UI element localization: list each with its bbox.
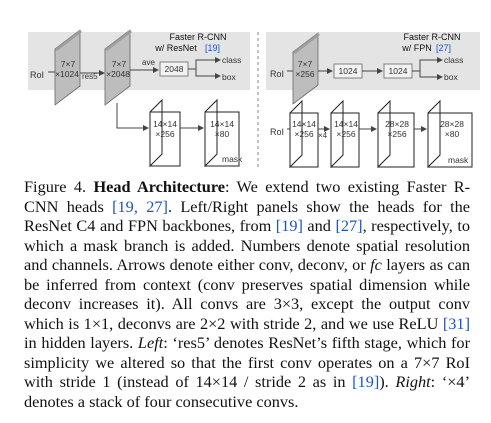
right-mask-label: mask bbox=[448, 155, 469, 165]
left-feature-box-1 bbox=[54, 29, 82, 106]
left-feature-box-2 bbox=[104, 29, 132, 106]
right-mb1-dim: 14×14 bbox=[292, 119, 316, 129]
right-panel-title-line1: Faster R-CNN bbox=[403, 32, 460, 42]
left-mask-box1-dim: 14×14 bbox=[153, 119, 177, 129]
left-panel-title-line1: Faster R-CNN bbox=[169, 32, 226, 42]
right-panel-title-ref: [27] bbox=[436, 43, 451, 53]
right-fc2-value: 1024 bbox=[389, 66, 408, 76]
caption-fc-term: fc bbox=[370, 255, 382, 274]
left-mask-label: mask bbox=[222, 154, 243, 164]
right-mb2-channels: ×256 bbox=[336, 129, 355, 139]
left-mask-box-1 bbox=[149, 98, 181, 168]
right-box-arrow bbox=[419, 71, 443, 80]
caption-title: Head Architecture bbox=[93, 177, 225, 196]
right-mb4-dim: 28×28 bbox=[440, 119, 464, 129]
right-roi-bottom-label: RoI bbox=[270, 127, 284, 137]
caption-text-8: ). bbox=[379, 372, 396, 391]
left-box2-channels: ×2048 bbox=[106, 69, 130, 79]
right-panel-title-line2: w/ FPN bbox=[401, 43, 432, 53]
right-mask-box-1 bbox=[289, 99, 319, 169]
left-box-label: box bbox=[222, 72, 236, 82]
right-box1-channels: ×256 bbox=[295, 69, 314, 79]
left-fc-value: 2048 bbox=[165, 64, 184, 74]
caption-text-9: : ‘×4’ denotes a stack of four consecuti… bbox=[24, 372, 470, 411]
left-mask-box-2 bbox=[204, 98, 240, 168]
caption-text-4: , respectively, to which a mask branch i… bbox=[24, 216, 470, 274]
left-panel: Faster R-CNN w/ ResNet [19] RoI 7×7 ×102… bbox=[28, 29, 250, 168]
caption-text-3: and bbox=[302, 216, 336, 235]
right-mask-box-3 bbox=[377, 99, 415, 169]
figure-caption: Figure 4. Head Architecture: We extend t… bbox=[24, 177, 470, 411]
left-class-arrow bbox=[188, 57, 221, 70]
head-architecture-figure: Faster R-CNN w/ ResNet [19] RoI 7×7 ×102… bbox=[0, 0, 491, 176]
caption-text-1: : We extend two existing Faster R-CNN he… bbox=[24, 177, 471, 216]
left-box2-dim: 7×7 bbox=[112, 59, 127, 69]
right-mb3-channels: ×256 bbox=[387, 129, 406, 139]
right-box1-dim: 7×7 bbox=[298, 59, 313, 69]
caption-text-2: . Left/Right panels show the heads for t… bbox=[24, 196, 470, 236]
left-box1-channels: ×1024 bbox=[55, 69, 79, 79]
caption-text-6: in hidden layers. bbox=[24, 333, 138, 352]
right-mb2-dim: 14×14 bbox=[334, 119, 358, 129]
left-res5-label: res5 bbox=[82, 72, 98, 81]
right-mb4-channels: ×80 bbox=[445, 129, 460, 139]
caption-ref-link[interactable]: [19] bbox=[275, 216, 303, 235]
right-roi-top-label: RoI bbox=[270, 69, 284, 79]
right-class-label: class bbox=[444, 55, 463, 65]
right-feature-box-1 bbox=[292, 32, 320, 105]
right-fc1-value: 1024 bbox=[339, 66, 358, 76]
caption-ref-link[interactable]: [19] bbox=[352, 372, 380, 391]
left-mask-box1-channels: ×256 bbox=[155, 129, 174, 139]
right-class-arrow bbox=[412, 57, 443, 72]
caption-text-7: : ‘res5’ denotes ResNet’s fifth stage, w… bbox=[24, 333, 470, 391]
caption-ref-link[interactable]: [27] bbox=[335, 216, 363, 235]
caption-right-label: Right bbox=[395, 372, 431, 391]
right-mask-box-2 bbox=[330, 99, 360, 169]
left-panel-title-line2: w/ ResNet bbox=[154, 43, 197, 53]
left-class-label: class bbox=[222, 55, 241, 65]
right-mb1-channels: ×256 bbox=[294, 129, 313, 139]
caption-ref-link[interactable]: [31] bbox=[442, 313, 470, 333]
left-panel-title-ref: [19] bbox=[205, 43, 220, 53]
right-mb3-dim: 28×28 bbox=[385, 119, 409, 129]
left-ave-label: ave bbox=[142, 58, 155, 67]
right-x4-label: ×4 bbox=[318, 131, 328, 140]
caption-figure-label: Figure 4. bbox=[24, 177, 87, 196]
caption-text-5: layers as can be inferred from context (… bbox=[24, 255, 471, 333]
right-box-label: box bbox=[444, 72, 458, 82]
left-mask-branch-arrow bbox=[116, 103, 149, 131]
caption-ref-link[interactable]: [19, 27] bbox=[112, 196, 168, 216]
caption-left-label: Left bbox=[137, 333, 164, 352]
left-mask-box2-dim: 14×14 bbox=[210, 119, 234, 129]
left-box1-dim: 7×7 bbox=[61, 59, 76, 69]
right-panel: Faster R-CNN w/ FPN [27] RoI 7×7 ×256 10… bbox=[266, 32, 480, 169]
left-box-arrow bbox=[195, 69, 221, 79]
right-mask-box-4 bbox=[427, 99, 473, 169]
left-roi-label: RoI bbox=[30, 70, 44, 80]
left-mask-box2-channels: ×80 bbox=[215, 129, 230, 139]
